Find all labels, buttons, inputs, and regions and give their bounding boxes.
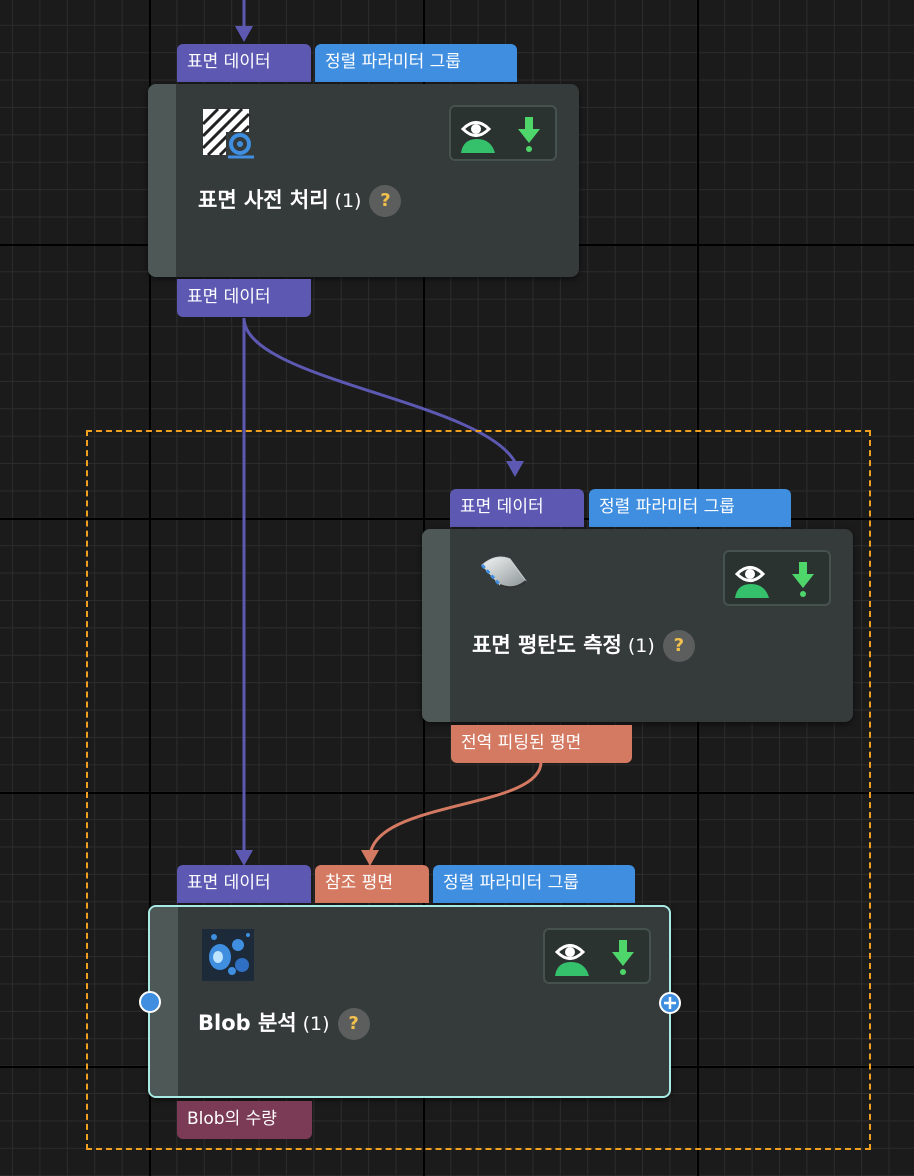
node-title-text: Blob 분석: [198, 1011, 297, 1035]
node-toolbar: [543, 928, 651, 984]
eye-user-icon[interactable]: [459, 115, 499, 153]
download-arrow-icon[interactable]: [789, 560, 817, 598]
node-title-text: 표면 사전 처리: [198, 188, 329, 212]
node-toolbar: [449, 105, 557, 161]
node3-input-reference-plane[interactable]: 참조 평면: [315, 865, 429, 903]
group-selection-box[interactable]: [86, 430, 871, 1150]
surface-flatness-icon: [480, 556, 527, 589]
eye-user-icon[interactable]: [553, 938, 593, 976]
node2-output-fitted-plane[interactable]: 전역 피팅된 평면: [451, 725, 632, 763]
node-count: (1): [334, 190, 362, 212]
eye-user-icon[interactable]: [733, 560, 773, 598]
node1-input-surface-data[interactable]: 표면 데이터: [177, 44, 311, 82]
blob-analysis-icon: [202, 929, 254, 981]
node2-input-surface-data[interactable]: 표면 데이터: [450, 489, 584, 527]
node1-input-align-params[interactable]: 정렬 파라미터 그룹: [315, 44, 517, 82]
download-arrow-icon[interactable]: [515, 115, 543, 153]
node-title: Blob 분석(1)?: [198, 1007, 370, 1040]
node3-input-align-params[interactable]: 정렬 파라미터 그룹: [433, 865, 635, 903]
node3-input-surface-data[interactable]: 표면 데이터: [177, 865, 311, 903]
help-button[interactable]: ?: [337, 1008, 370, 1040]
node-count: (1): [302, 1013, 330, 1035]
download-arrow-icon[interactable]: [609, 938, 637, 976]
node-surface-flatness[interactable]: 표면 평탄도 측정(1)?: [422, 529, 853, 722]
node-title: 표면 사전 처리(1)?: [198, 184, 402, 217]
node-title-text: 표면 평탄도 측정: [472, 633, 622, 657]
node3-left-connector[interactable]: [139, 991, 161, 1013]
node-surface-preprocess[interactable]: 표면 사전 처리(1)?: [148, 84, 579, 277]
node-toolbar: [723, 550, 831, 606]
node2-input-align-params[interactable]: 정렬 파라미터 그룹: [589, 489, 791, 527]
node-title: 표면 평탄도 측정(1)?: [472, 629, 695, 662]
arrowhead: [235, 26, 253, 42]
node-count: (1): [627, 635, 655, 657]
node1-output-surface-data[interactable]: 표면 데이터: [177, 279, 311, 317]
add-output-icon[interactable]: [658, 991, 682, 1015]
help-button[interactable]: ?: [662, 630, 695, 662]
node-blob-analysis[interactable]: Blob 분석(1)?: [148, 905, 671, 1098]
surface-preprocess-icon: [201, 107, 256, 160]
node-side-bar: [148, 84, 176, 277]
node-side-bar: [422, 529, 450, 722]
node3-output-blob-count[interactable]: Blob의 수량: [177, 1101, 312, 1139]
help-button[interactable]: ?: [369, 185, 402, 217]
